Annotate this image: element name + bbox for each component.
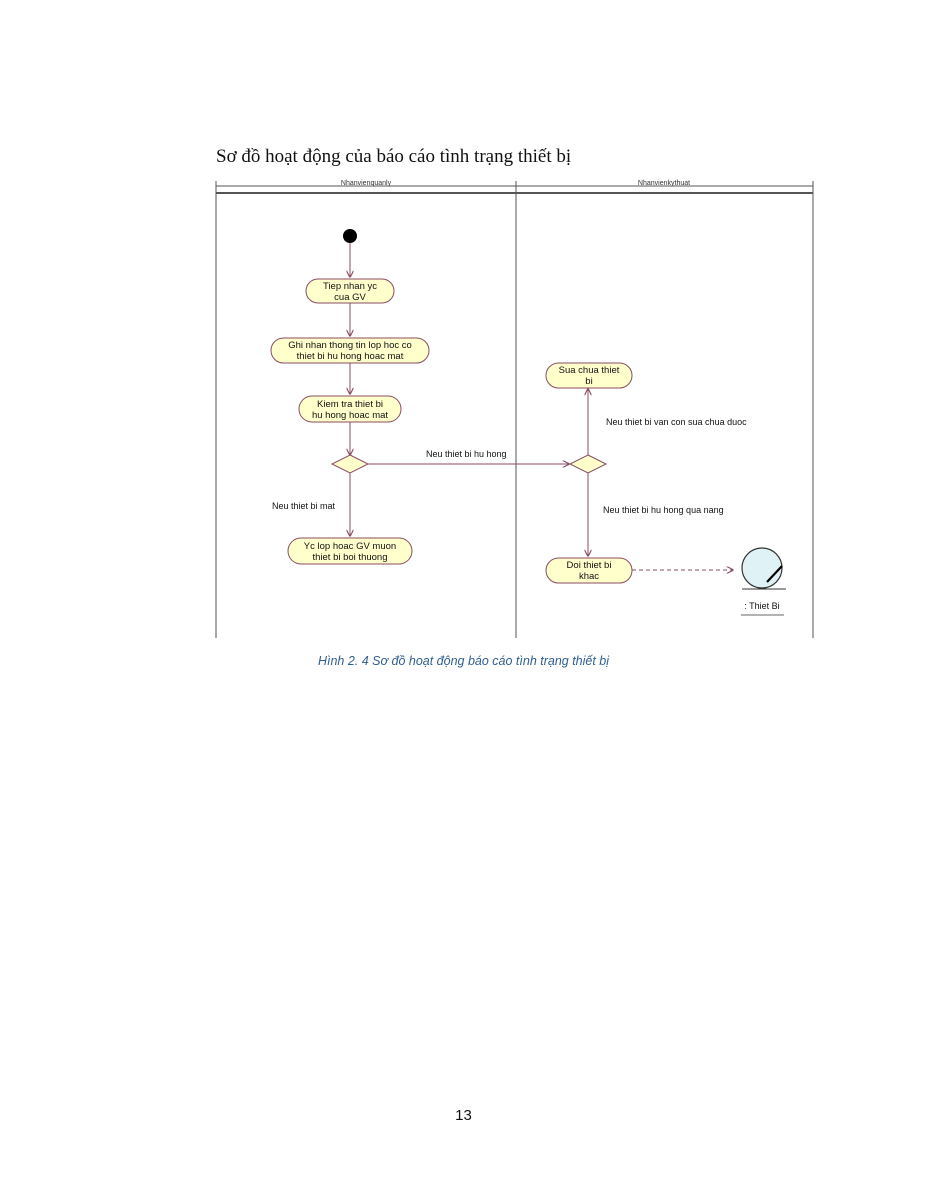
svg-text:cua GV: cua GV [334,292,366,303]
decision-node-1 [330,454,370,474]
lane-header-kythuat: Nhanvienkythuat [638,180,690,187]
svg-text:Sua chua thiet: Sua chua thiet [559,365,620,376]
svg-text:bi: bi [585,376,592,387]
figure-caption: Hình 2. 4 Sơ đồ hoạt động báo cáo tình t… [317,654,610,668]
svg-text:Ghi nhan thong tin lop hoc co: Ghi nhan thong tin lop hoc co [288,340,412,351]
guard-hu-hong: Neu thiet bi hu hong [426,449,507,459]
activity-sua-chua: Sua chua thiet bi [545,362,633,389]
section-heading: Sơ đồ hoạt động của báo cáo tình trạng t… [216,146,572,167]
svg-text:Kiem tra thiet bi: Kiem tra thiet bi [317,399,383,410]
guard-van-con: Neu thiet bi van con sua chua duoc [606,417,747,427]
swimlane-frame [215,181,814,638]
svg-text:thiet bi hu hong hoac mat: thiet bi hu hong hoac mat [297,351,404,362]
activity-doi-thiet-bi: Doi thiet bi khac [545,557,633,584]
guard-qua-nang: Neu thiet bi hu hong qua nang [603,505,724,515]
lane-header-quanly: Nhanvienquanly [341,180,392,187]
decision-node-2 [568,454,608,474]
page-number: 13 [455,1107,472,1124]
activity-yc-boi-thuong: Yc lop hoac GV muon thiet bi boi thuong [287,537,413,565]
activity-tiep-nhan: Tiep nhan yc cua GV [305,278,395,304]
entity-label: : Thiet Bi [744,601,779,611]
svg-text:thiet bi boi thuong: thiet bi boi thuong [312,552,387,563]
flow-arrows [350,243,733,570]
initial-node [343,229,357,243]
svg-text:Yc lop hoac GV muon: Yc lop hoac GV muon [304,541,396,552]
svg-text:Tiep nhan yc: Tiep nhan yc [323,281,377,292]
entity-thiet-bi: : Thiet Bi [741,547,786,616]
svg-text:hu hong hoac mat: hu hong hoac mat [312,410,388,421]
guard-mat: Neu thiet bi mat [272,501,336,511]
svg-text:khac: khac [579,571,599,582]
activity-ghi-nhan: Ghi nhan thong tin lop hoc co thiet bi h… [270,337,430,364]
svg-text:Doi thiet bi: Doi thiet bi [567,560,612,571]
activity-kiem-tra: Kiem tra thiet bi hu hong hoac mat [298,395,402,423]
